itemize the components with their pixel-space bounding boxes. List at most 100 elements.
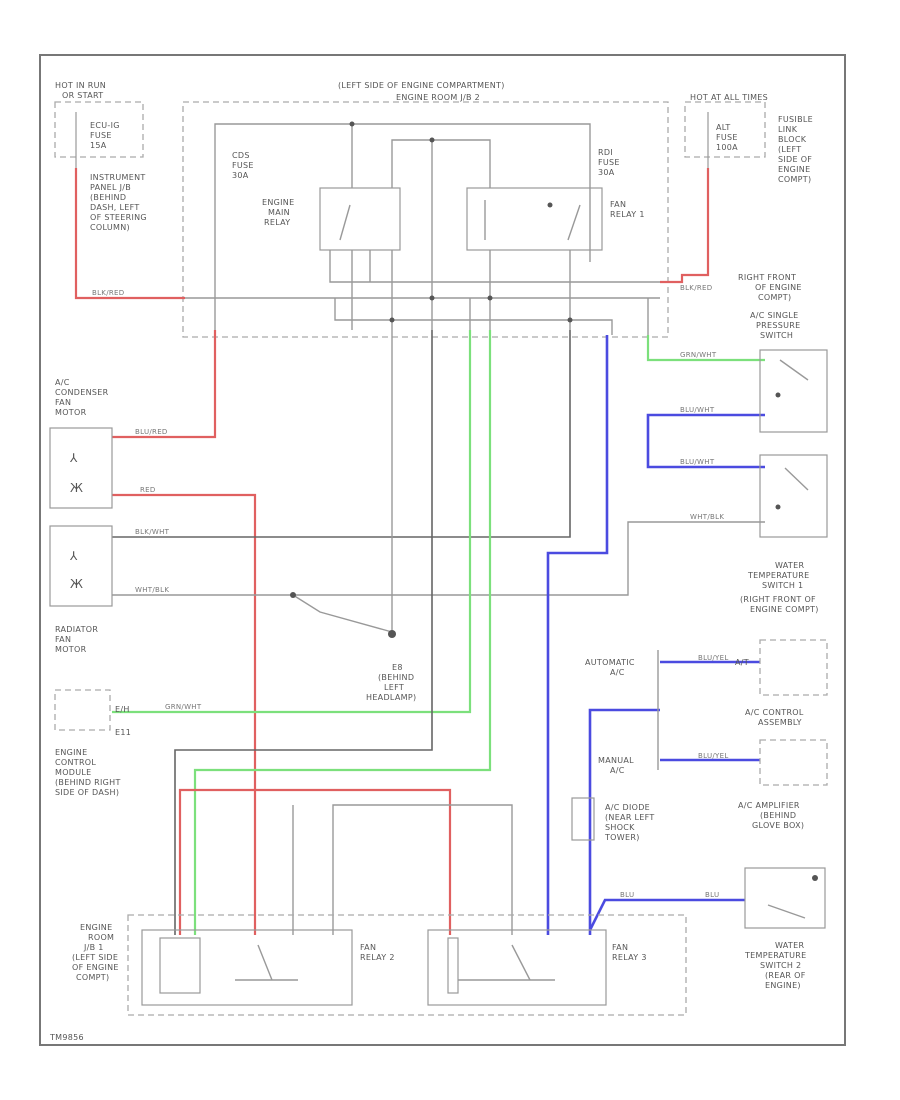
svg-text:WATER: WATER [775,941,804,950]
svg-text:TEMPERATURE: TEMPERATURE [744,951,806,960]
svg-text:WATER: WATER [775,561,804,570]
svg-text:FAN: FAN [610,200,626,209]
svg-text:HOT AT ALL TIMES: HOT AT ALL TIMES [690,93,768,102]
svg-text:FUSIBLE: FUSIBLE [778,115,813,124]
svg-text:(BEHIND: (BEHIND [90,193,126,202]
wire-wht-blk-radiator [112,521,765,596]
motor-winding-icon: Ж [70,481,83,495]
svg-text:(BEHIND RIGHT: (BEHIND RIGHT [55,778,121,787]
svg-text:ENGINE: ENGINE [80,923,112,932]
svg-text:BLU: BLU [620,891,634,899]
radiator-fan-symbol-icon: ⅄ [69,549,78,563]
svg-text:BLK/WHT: BLK/WHT [135,528,170,536]
svg-text:(LEFT: (LEFT [778,145,801,154]
svg-text:(REAR OF: (REAR OF [765,971,806,980]
svg-text:BLU: BLU [705,891,719,899]
svg-text:SWITCH 2: SWITCH 2 [760,961,801,970]
svg-text:A/T: A/T [735,658,749,667]
svg-text:DASH, LEFT: DASH, LEFT [90,203,140,212]
wire-blk-wht-radiator [112,330,571,538]
svg-text:BLK/RED: BLK/RED [680,284,712,292]
instrument-panel-jb: HOT IN RUN OR START ECU-IG FUSE 15A INST… [54,81,147,232]
svg-text:MANUAL: MANUAL [598,756,634,765]
svg-text:AUTOMATIC: AUTOMATIC [585,658,635,667]
svg-text:FAN: FAN [360,943,376,952]
svg-text:COMPT): COMPT) [778,175,811,184]
svg-text:SHOCK: SHOCK [605,823,635,832]
engine-control-module: E/H E11 ENGINE CONTROL MODULE (BEHIND RI… [54,689,131,797]
svg-text:FUSE: FUSE [716,133,738,142]
svg-text:RIGHT FRONT: RIGHT FRONT [738,273,796,282]
svg-text:FAN: FAN [55,398,71,407]
svg-text:A/C AMPLIFIER: A/C AMPLIFIER [738,801,800,810]
svg-text:CDS: CDS [232,151,250,160]
wire-grn-yel-relay2 [193,330,492,935]
svg-text:MOTOR: MOTOR [55,408,87,417]
fan-relay-2 [141,929,353,1006]
svg-text:OF ENGINE: OF ENGINE [755,283,802,292]
svg-text:ASSEMBLY: ASSEMBLY [758,718,802,727]
fan-motor-symbol-icon: ⅄ [69,451,78,465]
svg-text:BLOCK: BLOCK [778,135,807,144]
svg-text:FUSE: FUSE [90,131,112,140]
water-temperature-switch-2: WATER TEMPERATURE SWITCH 2 (REAR OF ENGI… [744,867,826,990]
svg-text:(LEFT SIDE OF ENGINE COMPARTME: (LEFT SIDE OF ENGINE COMPARTMENT) [338,81,505,90]
svg-text:ENGINE: ENGINE [778,165,810,174]
svg-text:PANEL J/B: PANEL J/B [90,183,131,192]
svg-text:30A: 30A [598,168,615,177]
wire-grn-wht-pressure [646,335,765,362]
svg-text:INSTRUMENT: INSTRUMENT [90,173,146,182]
fan-relay-3 [427,929,607,1006]
svg-text:LINK: LINK [778,125,798,134]
ac-condenser-fan-motor: A/C CONDENSER FAN MOTOR ⅄ Ж [49,378,113,509]
ac-diode [571,797,595,841]
ac-single-pressure-switch: RIGHT FRONT OF ENGINE COMPT) A/C SINGLE … [738,273,828,433]
svg-text:LEFT: LEFT [384,683,404,692]
svg-text:COMPT): COMPT) [76,973,109,982]
svg-text:ALT: ALT [716,123,731,132]
svg-text:PRESSURE: PRESSURE [756,321,800,330]
svg-text:SWITCH 1: SWITCH 1 [762,581,803,590]
svg-text:OF STEERING: OF STEERING [90,213,147,222]
svg-text:FUSE: FUSE [232,161,254,170]
svg-text:FAN: FAN [612,943,628,952]
svg-text:WHT/BLK: WHT/BLK [690,513,724,521]
svg-text:RELAY 1: RELAY 1 [610,210,645,219]
svg-text:(LEFT SIDE: (LEFT SIDE [72,953,118,962]
svg-text:GLOVE BOX): GLOVE BOX) [752,821,804,830]
svg-text:ENGINE ROOM J/B 2: ENGINE ROOM J/B 2 [396,93,480,102]
svg-text:ROOM: ROOM [88,933,114,942]
svg-text:ECU-IG: ECU-IG [90,121,120,130]
water-temperature-switch-1: WATER TEMPERATURE SWITCH 1 (RIGHT FRONT … [740,454,828,614]
svg-text:RELAY 2: RELAY 2 [360,953,395,962]
svg-text:GRN/WHT: GRN/WHT [165,703,202,711]
svg-text:A/C DIODE: A/C DIODE [605,803,650,812]
svg-text:RADIATOR: RADIATOR [55,625,98,634]
svg-text:FAN: FAN [55,635,71,644]
svg-text:A/C: A/C [610,668,625,677]
wire-blu-relay3 [546,335,609,935]
svg-text:A/C: A/C [55,378,70,387]
engine-main-relay [319,187,401,251]
radiator-winding-icon: Ж [70,577,83,591]
svg-text:BLU/YEL: BLU/YEL [698,654,729,662]
svg-text:BLK/RED: BLK/RED [92,289,124,297]
svg-text:RELAY 3: RELAY 3 [612,953,647,962]
ac-amplifier-box [759,639,828,696]
svg-text:COLUMN): COLUMN) [90,223,130,232]
wire-blu-water-temp2 [588,898,745,931]
svg-text:SIDE OF DASH): SIDE OF DASH) [55,788,119,797]
svg-text:A/C SINGLE: A/C SINGLE [750,311,798,320]
svg-text:J/B 1: J/B 1 [83,943,104,952]
svg-text:BLU/YEL: BLU/YEL [698,752,729,760]
svg-text:(RIGHT FRONT OF: (RIGHT FRONT OF [740,595,816,604]
svg-text:RED: RED [140,486,156,494]
ac-branch: AUTOMATIC A/C MANUAL A/C A/T A/C CONTROL… [571,639,828,842]
svg-text:TOWER): TOWER) [604,833,640,842]
svg-text:ENGINE: ENGINE [262,198,294,207]
engine-room-jb1: ENGINE ROOM J/B 1 (LEFT SIDE OF ENGINE C… [72,914,687,1016]
wire-red-relay3 [178,788,452,935]
radiator-fan-motor: ⅄ Ж RADIATOR FAN MOTOR [49,525,113,654]
svg-text:OR START: OR START [62,91,103,100]
